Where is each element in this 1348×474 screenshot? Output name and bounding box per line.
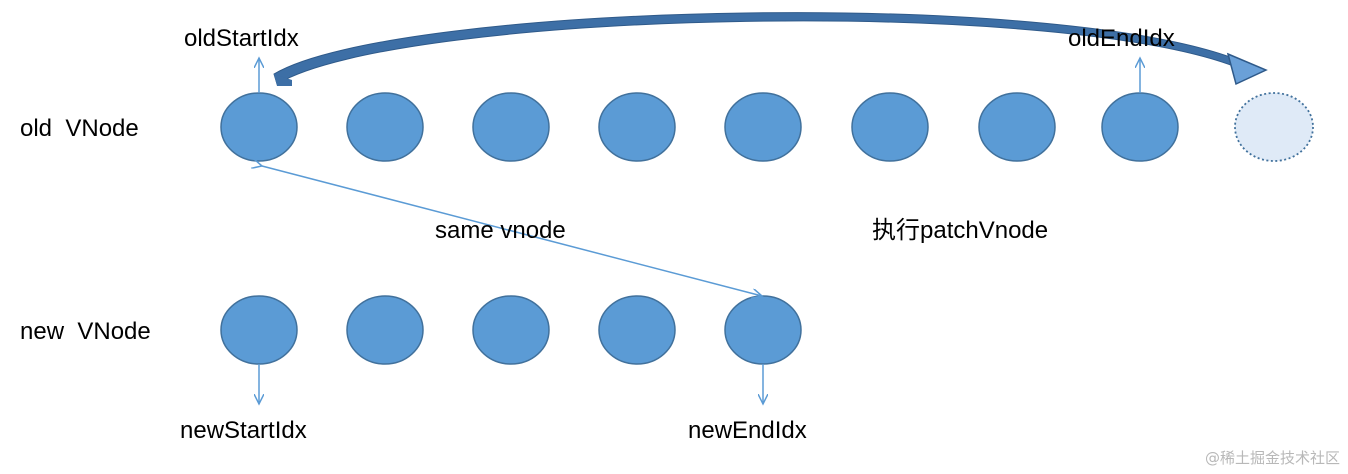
new-vnode-node [598,295,676,365]
old-vnode-node [978,92,1056,162]
new-vnode-node [724,295,802,365]
old-vnode-row-label: old VNode [20,115,139,142]
old-vnode-node [851,92,929,162]
same-vnode-annotation: same vnode [435,217,566,244]
old-start-idx-label: oldStartIdx [184,25,299,52]
old-vnode-node [346,92,424,162]
old-vnode-node [598,92,676,162]
move-node-curved-arrow [273,12,1268,86]
old-vnode-node [724,92,802,162]
watermark-text: @稀土掘金技术社区 [1204,449,1340,467]
new-end-idx-label: newEndIdx [688,417,807,444]
new-start-idx-label: newStartIdx [180,417,307,444]
new-vnode-row-label: new VNode [20,318,151,345]
new-vnode-node [346,295,424,365]
old-end-idx-label: oldEndIdx [1068,25,1175,52]
old-vnode-row [220,92,1314,162]
old-vnode-node [1101,92,1179,162]
new-vnode-node [472,295,550,365]
old-vnode-node [220,92,298,162]
new-vnode-row [220,295,802,365]
old-vnode-node [472,92,550,162]
same-vnode-compare-arrow [262,166,762,296]
new-vnode-node [220,295,298,365]
ghost-vnode-slot [1234,92,1314,162]
patch-vnode-annotation: 执行patchVnode [872,217,1049,244]
